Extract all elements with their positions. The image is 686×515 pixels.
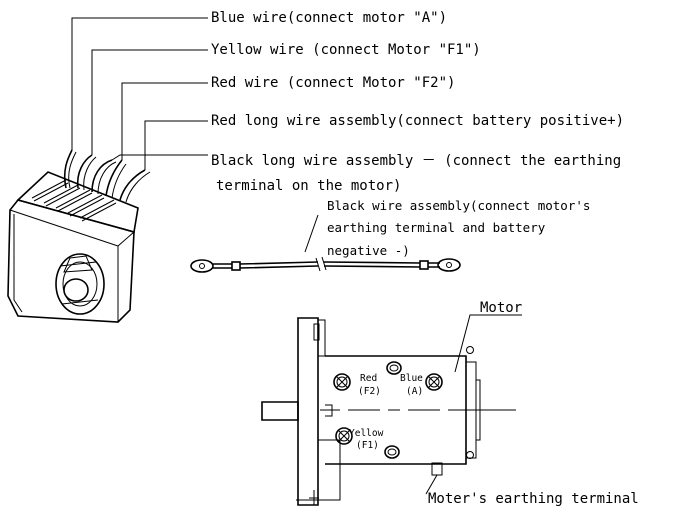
label-yellow-wire: Yellow wire (connect Motor "F1") xyxy=(211,42,481,58)
label-blue-wire: Blue wire(connect motor "A") xyxy=(211,10,447,26)
label-black-assembly-line3: negative -) xyxy=(327,243,410,258)
label-motor: Motor xyxy=(480,300,522,316)
terminal-label-red: Red xyxy=(360,373,377,384)
earthing-leader xyxy=(425,474,438,495)
motor-flange xyxy=(297,317,319,506)
black-long-leader xyxy=(111,154,208,161)
ring-terminal-left xyxy=(190,259,214,273)
labels: Blue wire(connect motor "A") Yellow wire… xyxy=(211,10,639,507)
terminal-label-yellow: Yellow xyxy=(349,428,384,439)
terminal-yellow-f1 xyxy=(335,427,353,445)
red-long-leader xyxy=(144,120,208,170)
motor-drawing xyxy=(261,314,522,506)
label-red-long-wire: Red long wire assembly(connect battery p… xyxy=(211,113,624,129)
terminal-label-f2: (F2) xyxy=(358,386,381,397)
controller-box xyxy=(7,149,151,323)
label-black-long-wire-line1: Black long wire assembly － (connect the … xyxy=(211,153,621,169)
black-wire-assembly xyxy=(190,214,461,273)
red-wire-leader xyxy=(121,82,208,160)
motor-shaft xyxy=(261,401,299,421)
terminal-blue-a xyxy=(425,373,443,391)
label-motor-earthing-terminal: Moter's earthing terminal xyxy=(428,491,639,507)
terminal-label-blue: Blue xyxy=(400,373,423,384)
wire-leaders xyxy=(71,17,208,170)
blue-wire-leader xyxy=(71,17,208,150)
terminal-label-a: (A) xyxy=(406,386,423,397)
black-assembly-leader xyxy=(304,214,319,253)
label-black-assembly-line2: earthing terminal and battery xyxy=(327,220,546,235)
motor-leader xyxy=(454,314,522,373)
terminal-label-f1: (F1) xyxy=(356,440,379,451)
label-red-wire: Red wire (connect Motor "F2") xyxy=(211,75,455,91)
label-black-long-wire-line2: terminal on the motor) xyxy=(216,178,401,194)
terminal-red-f2 xyxy=(333,373,351,391)
ring-terminal-right xyxy=(437,258,461,272)
yellow-wire-leader xyxy=(91,49,208,155)
label-black-assembly-line1: Black wire assembly(connect motor's xyxy=(327,198,590,213)
